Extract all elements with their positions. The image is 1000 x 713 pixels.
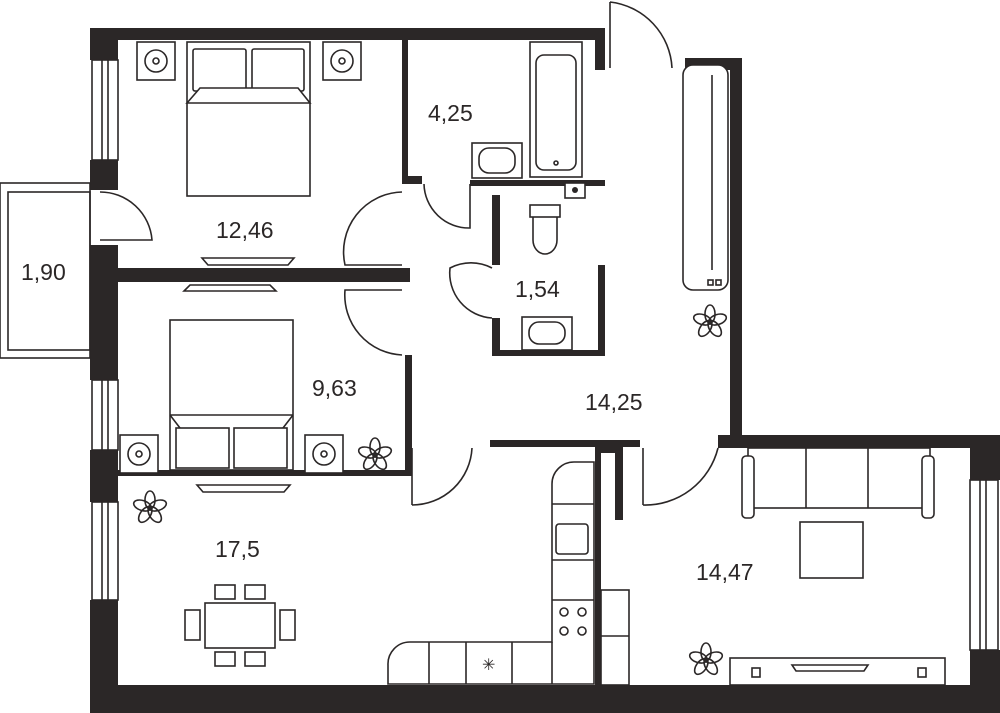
wardrobe [682,64,729,291]
nightstand [322,41,362,81]
plant-icons [132,304,728,676]
entrance-door [609,1,673,69]
tv [182,284,278,292]
toilet-bowl [529,204,561,218]
sofa [747,447,931,509]
windows [0,59,999,651]
nightstand [136,41,176,81]
bedroom-2-door [344,289,403,356]
room-area-bedroom-1: 12,46 [216,217,274,243]
plant-icon [688,642,724,676]
bedroom-1-door [342,191,403,266]
double-bed [186,41,311,197]
tv [790,664,870,672]
dining-table [204,602,276,649]
tv [200,257,296,266]
sink [471,142,523,179]
balcony-door [99,191,153,241]
double-bed [169,319,294,471]
kitchen-sink [555,523,589,555]
room-area-balcony: 1,90 [21,259,66,285]
svg-text:✳: ✳ [482,655,495,674]
tv [195,484,292,493]
bathtub [529,41,583,178]
walls [90,28,1000,713]
plant-icon [132,490,168,524]
room-area-kitchen: 17,5 [215,536,260,562]
doors [99,1,719,506]
toilet-door [448,262,493,319]
kitchen-counter [387,461,595,685]
furniture: ✳ [119,41,946,686]
room-area-bathroom: 4,25 [428,100,473,126]
coffee-table [799,521,864,579]
plant-icon [692,304,728,338]
living-door [642,447,719,506]
nightstand [304,434,344,474]
fridge [600,589,630,686]
room-area-toilet: 1,54 [515,276,560,302]
plant-icon [357,437,393,471]
bathroom-door [423,183,471,229]
kitchen-door [411,447,473,506]
nightstand [119,434,159,474]
room-area-hallway: 14,25 [585,389,643,415]
room-area-living-room: 14,47 [696,559,754,585]
room-area-bedroom-2: 9,63 [312,375,357,401]
